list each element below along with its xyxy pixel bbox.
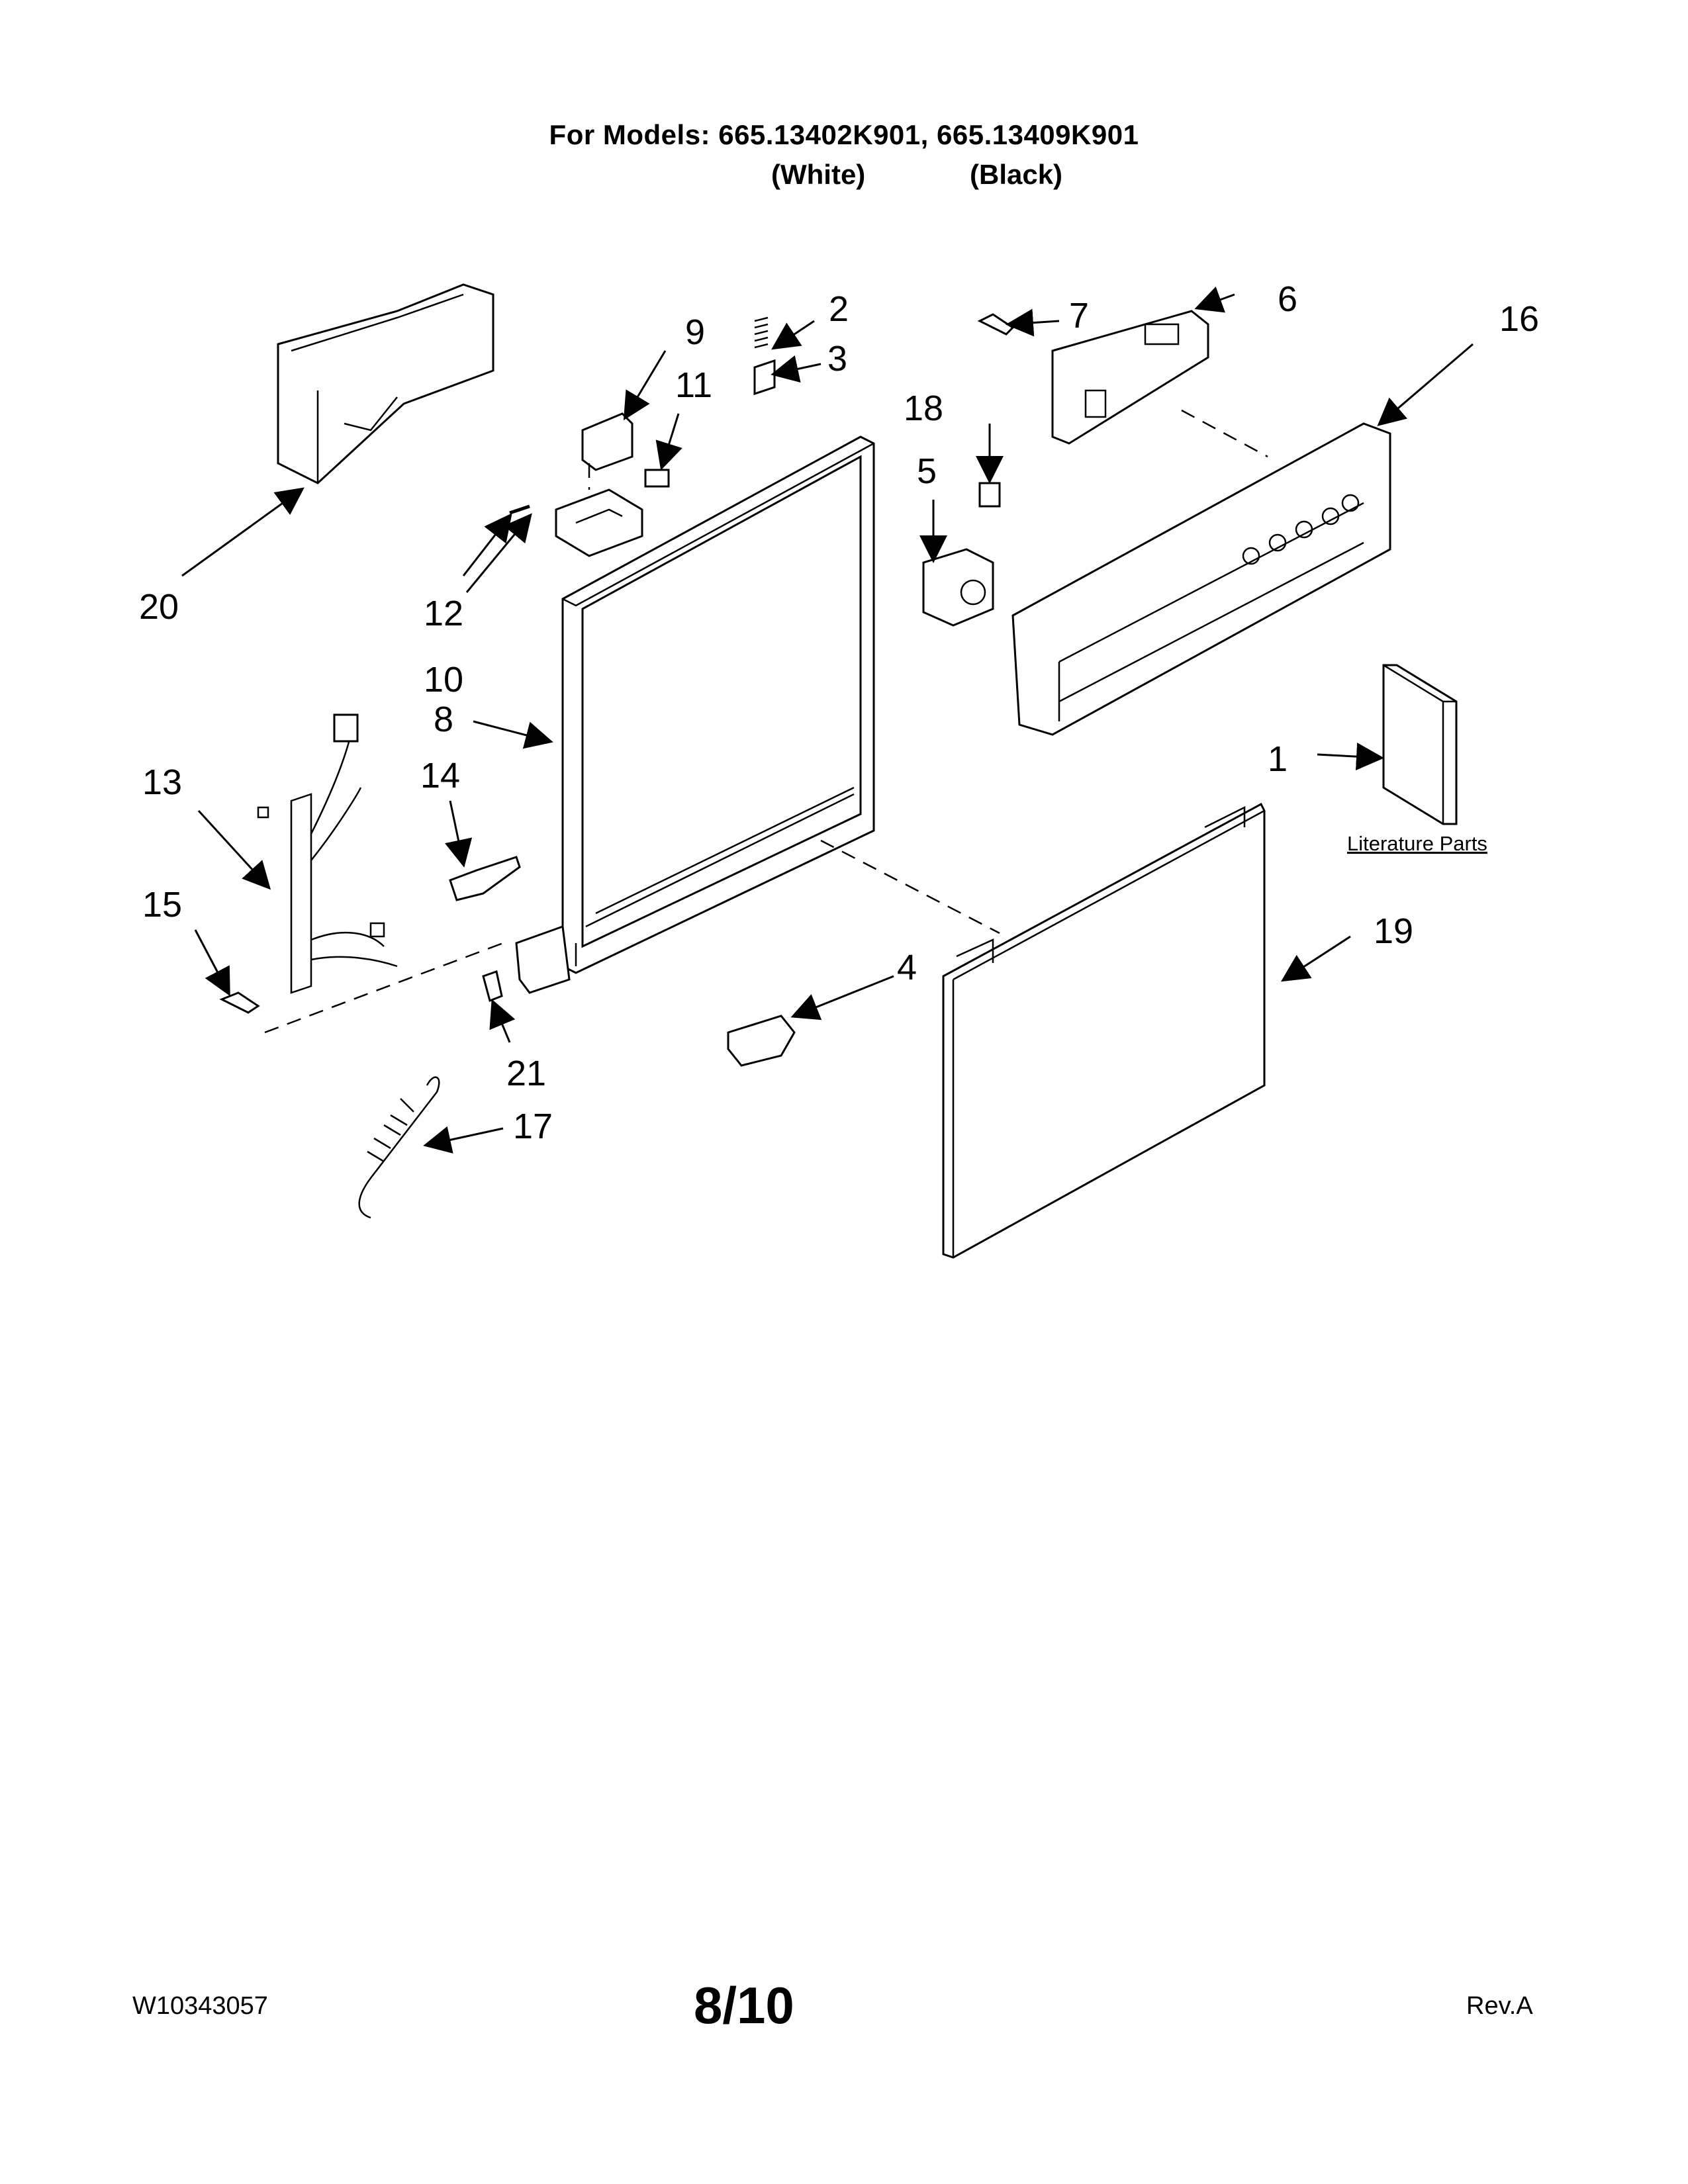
revision-label: Rev.A	[1466, 1992, 1533, 2020]
callout-3: 3	[827, 339, 847, 379]
callout-2: 2	[829, 289, 849, 329]
callout-4: 4	[897, 948, 917, 987]
part-2-spring	[754, 316, 769, 349]
callout-20: 20	[139, 587, 179, 627]
part-1-literature	[1382, 664, 1458, 825]
part-18-clip	[978, 482, 1001, 508]
callout-19: 19	[1374, 911, 1413, 951]
literature-parts-label: Literature Parts	[1347, 832, 1487, 855]
part-17-spring	[358, 1076, 440, 1219]
part-10-bracket	[555, 488, 643, 557]
callout-12: 12	[424, 594, 463, 633]
document-number: W10343057	[132, 1992, 268, 2020]
part-9-hinge	[581, 412, 633, 471]
callout-1: 1	[1268, 739, 1288, 779]
callout-16: 16	[1499, 299, 1539, 339]
callout-14: 14	[420, 756, 460, 796]
part-14-thermistor	[449, 856, 521, 901]
part-11-clip	[644, 469, 670, 488]
part-13-harness	[257, 713, 398, 994]
callout-9: 9	[685, 312, 705, 352]
part-6-control	[1051, 310, 1209, 445]
part-3-latch	[753, 359, 776, 396]
callout-10: 10	[424, 660, 463, 700]
callout-18: 18	[904, 388, 943, 428]
part-4-bracket	[727, 1015, 796, 1067]
color-white-label: (White)	[771, 159, 866, 190]
callout-5: 5	[917, 451, 937, 491]
part-16-console	[1011, 422, 1391, 736]
part-20-cover	[277, 283, 494, 484]
part-21-clip	[482, 970, 503, 1003]
callout-15: 15	[142, 885, 182, 925]
models-title: For Models: 665.13402K901, 665.13409K901	[549, 119, 1139, 150]
callout-labels: 2 3 9 11 7 6 16 18 5 20 12 10 8 1 Litera…	[139, 279, 1539, 1146]
callout-11: 11	[675, 365, 712, 405]
part-5-switch	[922, 548, 994, 627]
callout-17: 17	[513, 1107, 553, 1146]
callout-8: 8	[434, 700, 453, 739]
part-8-frame	[515, 435, 875, 994]
page-number: 8/10	[694, 1976, 794, 2034]
callout-arrows	[181, 286, 1474, 1154]
part-12-pin	[509, 504, 530, 515]
color-black-label: (Black)	[970, 159, 1063, 190]
callout-6: 6	[1278, 279, 1297, 319]
part-19-door-panel	[942, 802, 1266, 1259]
part-15-screw	[219, 991, 260, 1014]
part-7-screw	[977, 313, 1015, 336]
dashed-guides	[264, 409, 1268, 1034]
callout-21: 21	[506, 1054, 546, 1093]
callout-13: 13	[142, 762, 182, 802]
callout-7: 7	[1069, 296, 1089, 336]
